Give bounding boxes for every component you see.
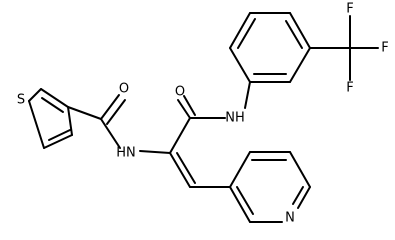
- atom-sulfur: S: [17, 93, 25, 108]
- carbonyl-bond-1: [100, 94, 126, 125]
- bond-nh-phenyl: [244, 81, 251, 109]
- carbonyl-bond-2: [177, 95, 196, 119]
- trifluoromethyl-bonds: [349, 15, 379, 81]
- bond-nh-vinyl: [139, 150, 171, 154]
- bond-vinyl-carbonyl2: [169, 117, 191, 154]
- molecule-canvas: S O HN O NH N F F F: [17, 2, 389, 226]
- atom-nh-amide-1: HN: [116, 146, 136, 161]
- bond-thiophene-carbonyl: [67, 106, 102, 120]
- atom-oxygen-amide-2: O: [175, 85, 185, 100]
- pyridine-ring: [229, 151, 311, 223]
- atom-oxygen-amide-1: O: [119, 82, 129, 97]
- atom-fluorine-2: F: [381, 41, 388, 56]
- bond-carbonyl-nh: [100, 118, 121, 149]
- atom-nitrogen-pyridine: N: [285, 211, 295, 226]
- atom-fluorine-1: F: [346, 2, 353, 17]
- phenyl-ring: [229, 12, 311, 83]
- thiophene-ring: [28, 88, 73, 149]
- alkene-double-bond: [169, 152, 196, 188]
- molecule-structure: S O HN O NH N F F F: [17, 2, 389, 226]
- atom-fluorine-3: F: [346, 81, 353, 96]
- atom-nh-amide-2: NH: [225, 111, 245, 126]
